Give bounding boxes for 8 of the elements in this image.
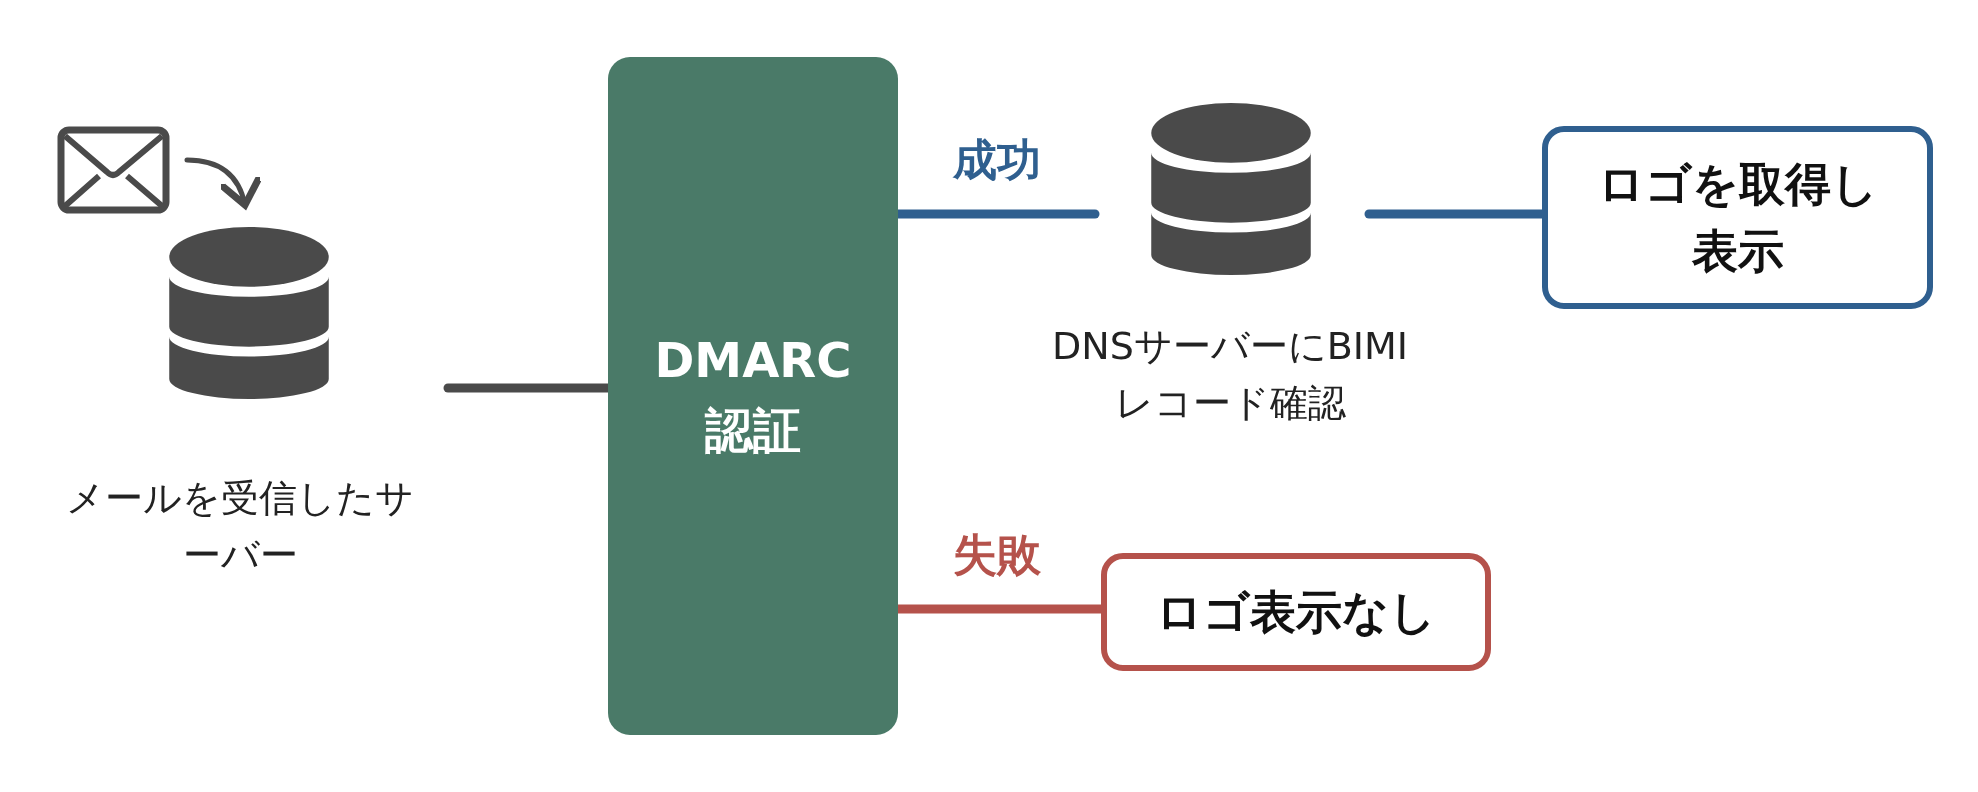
- result-box: ロゴ表示なし: [1101, 553, 1491, 671]
- process-box: [608, 57, 898, 735]
- server-label: メールを受信したサーバー: [65, 475, 415, 579]
- server-label: DNSサーバーにBIMIレコード確認: [1050, 323, 1410, 427]
- result-box: ロゴを取得し表示: [1542, 126, 1933, 309]
- box-label: DMARC 認証: [653, 331, 853, 460]
- envelope-icon: [57, 126, 170, 214]
- curved-arrow: [184, 157, 262, 209]
